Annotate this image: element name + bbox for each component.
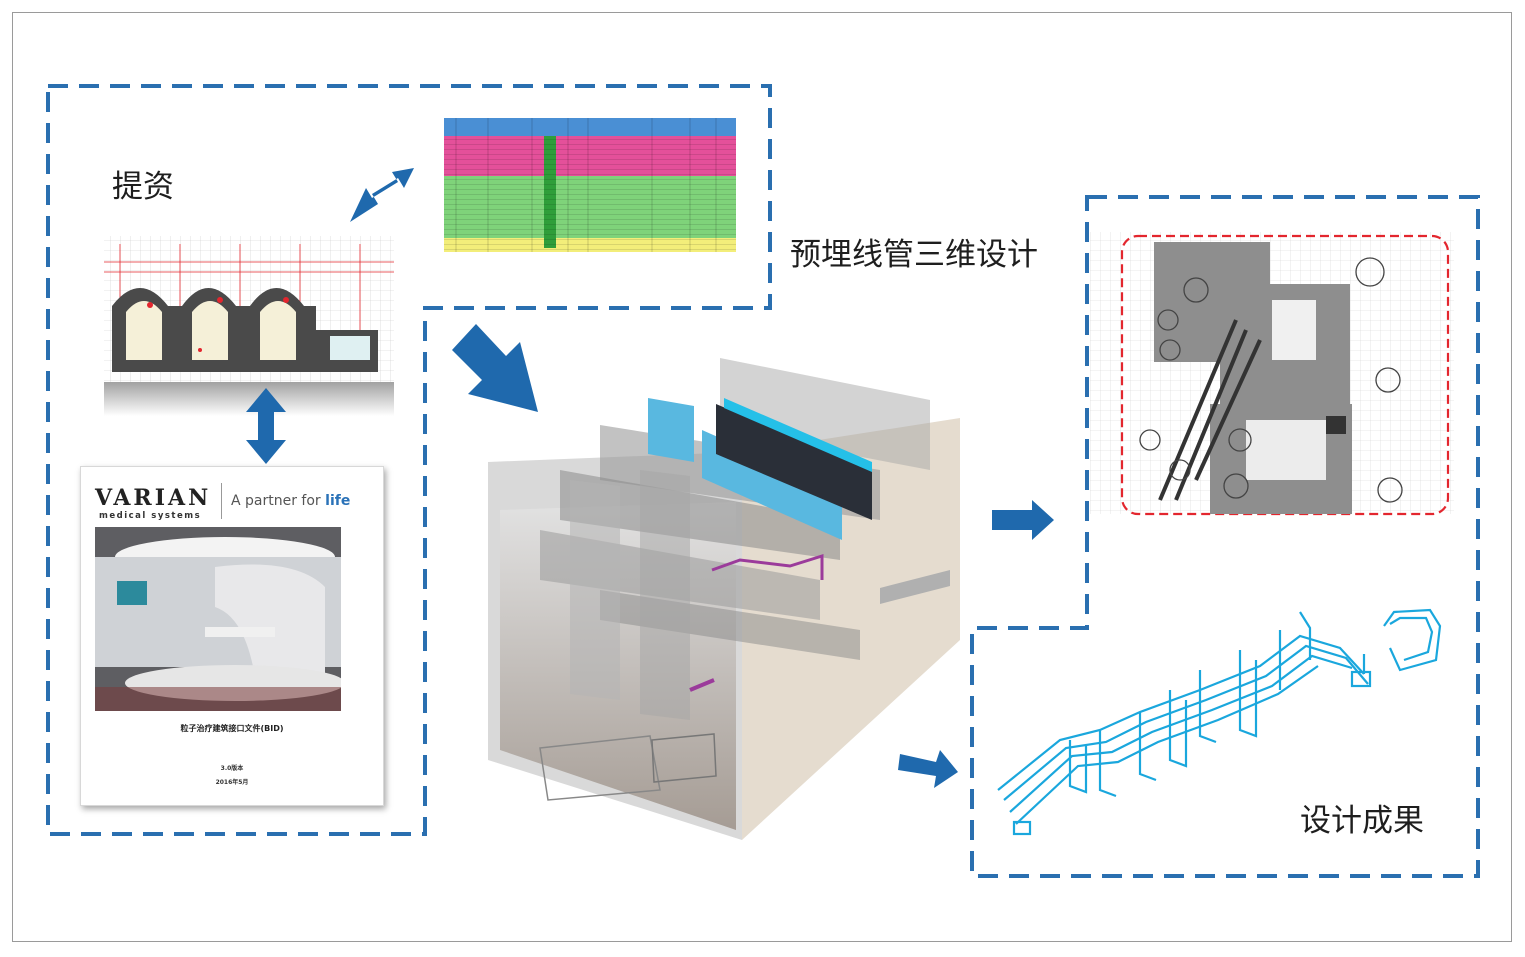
brand-tagline: A partner for life — [231, 493, 350, 509]
treatment-room-photo — [95, 527, 341, 711]
input-region-border — [46, 84, 772, 836]
document-date: 2016年5月 — [215, 779, 249, 786]
document-title: 粒子治疗建筑接口文件(BID) — [180, 724, 284, 733]
pipe-network-model — [997, 608, 1442, 836]
double-arrow-icon — [246, 388, 286, 464]
spreadsheet-thumbnail — [444, 118, 736, 252]
construction-drawing-thumbnail — [1090, 232, 1454, 516]
tagline-prefix: A partner for — [231, 493, 326, 509]
arrow-down-right-icon — [452, 324, 538, 412]
tagline-emphasis: life — [325, 493, 351, 509]
document-version: 3.0版本 — [220, 765, 244, 772]
varian-brochure: VARIAN medical systems A partner for lif… — [80, 466, 384, 806]
pipe-design-label: 预埋线管三维设计 — [790, 237, 1038, 273]
3d-pipe-model — [488, 358, 960, 840]
brand-subtitle: medical systems — [99, 511, 202, 521]
input-label: 提资 — [112, 169, 174, 205]
arrow-right-icon — [992, 500, 1054, 540]
double-arrow-icon — [350, 168, 414, 222]
drawing-region-border — [970, 195, 1480, 878]
arrow-right-icon — [898, 750, 958, 788]
brand-divider — [221, 483, 222, 519]
result-label: 设计成果 — [1300, 803, 1424, 839]
floor-plan-thumbnail — [104, 236, 394, 416]
brand-logo: VARIAN — [95, 485, 212, 511]
